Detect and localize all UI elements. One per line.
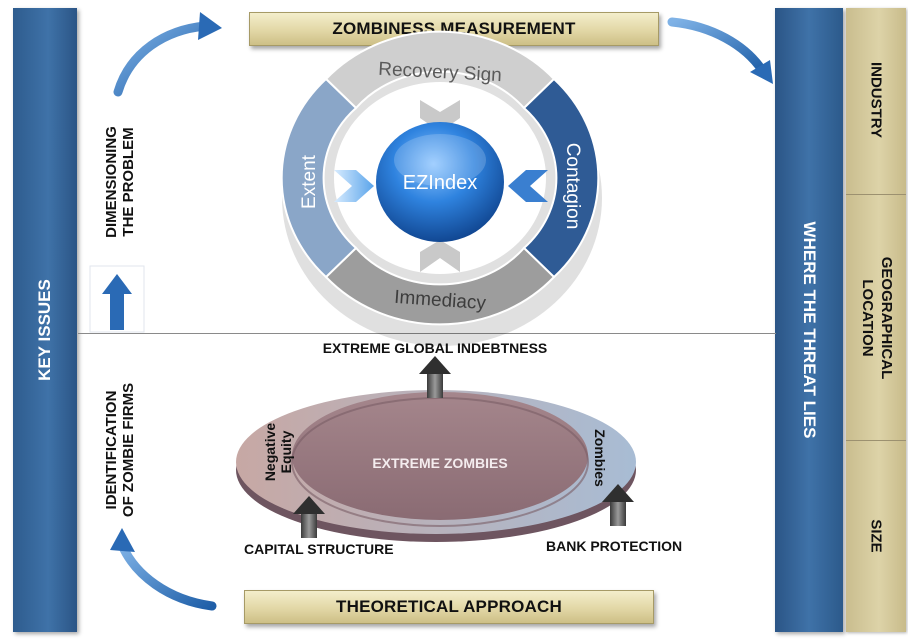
ring-center-label: EZIndex — [402, 172, 478, 194]
label-negative-equity-line1: Negative — [261, 422, 278, 482]
side-separator-2 — [846, 440, 906, 441]
threat-dimensions-panel — [846, 8, 906, 632]
label-extreme-zombies: EXTREME ZOMBIES — [372, 455, 508, 471]
chevron-right-icon — [508, 170, 548, 202]
curve-arrow-bottom-left — [110, 528, 217, 611]
label-negative-equity: Negative Equity — [262, 423, 294, 481]
key-issues-column: KEY ISSUES — [13, 8, 77, 632]
zombie-ellipse — [236, 390, 636, 542]
ring-label-extent: Extent — [299, 155, 320, 209]
threat-column: WHERE THE THREAT LIES — [775, 8, 843, 632]
curve-arrow-top-right — [667, 17, 773, 84]
section-divider — [78, 333, 776, 334]
label-negative-equity-line2: Equity — [278, 430, 294, 474]
ezindex-core — [376, 122, 504, 242]
up-arrow-icon — [89, 265, 145, 333]
bottom-banner: THEORETICAL APPROACH — [244, 590, 654, 624]
chevron-left-icon — [334, 170, 374, 202]
side-separator-1 — [846, 194, 906, 195]
ring-label-contagion: Contagion — [562, 142, 583, 230]
arrow-up-indebtness — [419, 356, 451, 398]
arrow-up-bank-protection — [602, 484, 634, 526]
label-capital-structure: CAPITAL STRUCTURE — [244, 541, 394, 557]
label-bank-protection: BANK PROTECTION — [546, 538, 683, 554]
label-zombies: Zombies — [592, 429, 608, 487]
label-extreme-global-indebtness: EXTREME GLOBAL INDEBTNESS — [322, 340, 548, 356]
arrow-up-capital-structure — [293, 496, 325, 538]
curve-arrow-top-left — [113, 12, 222, 97]
chevron-bottom-icon — [420, 240, 460, 272]
